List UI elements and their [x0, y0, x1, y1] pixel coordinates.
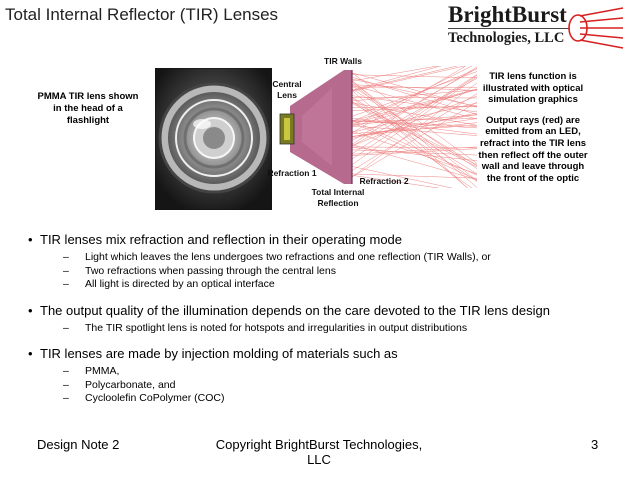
- sub-bullet-item: Light which leaves the lens undergoes tw…: [28, 251, 628, 265]
- simulated-ray: [351, 68, 477, 141]
- simulated-ray: [351, 74, 477, 79]
- footer-design-note: Design Note 2: [37, 437, 120, 452]
- flashlight-photo: [155, 68, 272, 210]
- simulated-ray: [351, 147, 477, 161]
- simulated-ray: [351, 90, 468, 188]
- logo-subtitle: Technologies, LLC: [448, 30, 565, 46]
- page-number: 3: [591, 437, 599, 452]
- simulated-ray: [351, 85, 477, 169]
- simulated-ray: [351, 175, 440, 188]
- explanation-simulation: TIR lens function is illustrated with op…: [482, 71, 584, 106]
- slide-title: Total Internal Reflector (TIR) Lenses: [5, 5, 279, 24]
- simulated-ray: [351, 71, 477, 117]
- simulated-ray: [351, 97, 477, 175]
- simulated-ray: [351, 72, 477, 164]
- simulated-ray: [351, 166, 453, 188]
- label-refraction-2: Refraction 2: [359, 176, 409, 186]
- bullet-item: The output quality of the illumination d…: [28, 303, 628, 319]
- simulated-ray: [351, 66, 467, 134]
- simulated-ray: [351, 103, 477, 168]
- simulated-ray: [351, 102, 477, 133]
- simulated-ray: [351, 120, 477, 176]
- simulated-ray: [351, 114, 477, 125]
- bullet-item: TIR lenses mix refraction and reflection…: [28, 232, 628, 248]
- simulated-ray: [351, 146, 477, 149]
- photo-caption: PMMA TIR lens shown in the head of a fla…: [37, 91, 139, 126]
- simulated-ray: [351, 66, 466, 92]
- logo-divider: [448, 28, 570, 29]
- sub-bullet-item: The TIR spotlight lens is noted for hots…: [28, 322, 628, 336]
- simulated-ray: [351, 148, 477, 156]
- simulated-ray: [351, 93, 477, 171]
- bullet-list: TIR lenses mix refraction and reflection…: [28, 232, 628, 406]
- label-refraction-1: Refraction 1: [267, 168, 317, 178]
- simulated-ray: [351, 66, 459, 91]
- simulated-ray: [351, 78, 477, 147]
- simulated-ray: [351, 101, 477, 178]
- simulated-ray: [351, 101, 473, 188]
- simulated-ray: [351, 85, 477, 120]
- simulated-ray: [351, 122, 477, 137]
- simulated-ray: [351, 75, 477, 160]
- simulated-ray: [351, 121, 477, 181]
- explanation-output-rays: Output rays (red) are emitted from an LE…: [478, 114, 588, 184]
- sub-bullet-item: All light is directed by an optical inte…: [28, 278, 628, 292]
- footer-copyright: Copyright BrightBurst Technologies, LLC: [215, 437, 423, 467]
- sub-bullet-item: Polycarbonate, and: [28, 379, 628, 393]
- simulated-ray: [351, 72, 477, 108]
- bullet-item: TIR lenses are made by injection molding…: [28, 346, 628, 362]
- simulated-ray: [351, 66, 439, 82]
- simulated-ray: [351, 82, 477, 178]
- simulated-ray: [351, 102, 477, 126]
- simulated-ray: [351, 89, 477, 125]
- label-central-lens: Central Lens: [272, 79, 302, 100]
- label-tir-walls: TIR Walls: [324, 56, 362, 66]
- eye-beam-logo-icon: [568, 7, 624, 49]
- simulated-ray: [351, 76, 477, 166]
- simulated-ray: [351, 97, 477, 99]
- sub-bullet-item: Cycloolefin CoPolymer (COC): [28, 392, 628, 406]
- figure-explanation: TIR lens function is illustrated with op…: [477, 71, 589, 193]
- simulated-ray: [351, 106, 477, 108]
- simulated-ray: [351, 95, 477, 113]
- label-total-internal-reflection: Total Internal Reflection: [311, 187, 365, 208]
- simulated-ray: [351, 66, 477, 145]
- logo-name: BrightBurst: [448, 2, 567, 27]
- simulated-ray: [351, 66, 442, 91]
- simulated-ray: [351, 130, 477, 175]
- sub-bullet-item: PMMA,: [28, 365, 628, 379]
- simulated-ray: [351, 66, 473, 127]
- tir-simulation-graphic: [272, 66, 477, 188]
- simulated-ray: [351, 78, 477, 107]
- sub-bullet-item: Two refractions when passing through the…: [28, 265, 628, 279]
- simulated-ray: [351, 81, 468, 188]
